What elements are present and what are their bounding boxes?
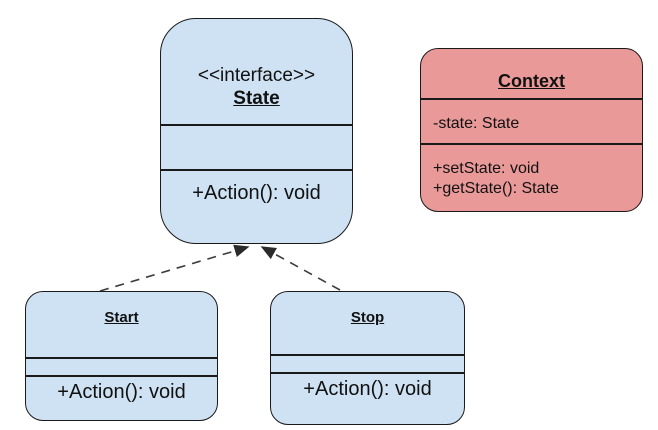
realization-connector-start-to-state (99, 244, 250, 292)
method-label-state-action: +Action(): void (192, 182, 321, 204)
method-label-context-setstate: +setState: void (433, 160, 540, 177)
class-name-start: Start (104, 309, 139, 326)
attributes-section-state (161, 124, 352, 169)
attributes-section-stop (271, 354, 464, 372)
realization-connector-stop-to-state (260, 246, 341, 291)
class-box-start: Start +Action(): void (25, 291, 218, 421)
attribute-label-context-state: -state: State (433, 115, 520, 132)
method-label-stop-action: +Action(): void (303, 378, 432, 400)
class-name-section-state: <<interface>> State (161, 19, 352, 124)
method-label-context-getstate: +getState(): State (433, 180, 559, 197)
class-box-context: Context -state: State +setState: void +g… (420, 48, 643, 212)
class-box-stop: Stop +Action(): void (270, 291, 465, 425)
class-box-state: <<interface>> State +Action(): void (160, 18, 353, 244)
class-name-section-stop: Stop (271, 292, 464, 354)
methods-section-start: +Action(): void (26, 375, 217, 420)
class-name-stop: Stop (350, 309, 385, 326)
class-name-context: Context (498, 71, 565, 91)
methods-section-context: +setState: void +getState(): State (421, 143, 642, 211)
attributes-section-context: -state: State (421, 98, 642, 143)
methods-section-state: +Action(): void (161, 169, 352, 243)
class-name-state: State (233, 88, 280, 109)
class-name-section-start: Start (26, 292, 217, 357)
class-stereotype-state: <<interface>> (197, 65, 316, 86)
method-label-start-action: +Action(): void (57, 381, 186, 403)
attributes-section-start (26, 357, 217, 375)
methods-section-stop: +Action(): void (271, 372, 464, 424)
class-name-section-context: Context (421, 49, 642, 98)
